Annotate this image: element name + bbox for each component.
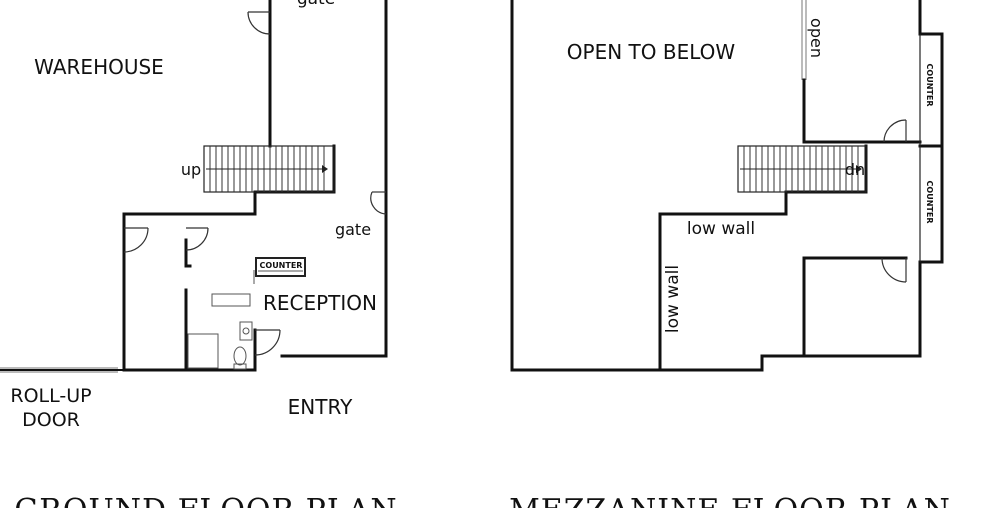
gate-top-label: gate [297,0,335,9]
roll-up-label-line2: DOOR [22,409,80,431]
ground-doors [123,11,387,356]
gate-label: gate [335,220,371,239]
open-edge [801,0,807,80]
roll-up-label-line1: ROLL-UP [10,385,91,407]
stairs-up-label: up [181,160,201,179]
arrow-right-icon [856,165,862,173]
ground-stairs [203,145,335,193]
entry-label: ENTRY [288,395,353,419]
open-label: open [807,18,826,58]
mezzanine-floor-title: MEZZANINE FLOOR PLAN [509,493,951,508]
ground-floor-plan: WAREHOUSE gate up gate COUNTER RECEPTION… [0,0,397,508]
low-wall-horizontal-label: low wall [687,219,755,239]
mezzanine-doors [881,119,907,283]
arrow-right-icon [322,165,328,173]
roll-up-door [0,367,118,373]
ground-counter-label: COUNTER [260,261,303,270]
low-wall-vertical-label: low wall [663,265,683,333]
counter-top-label: COUNTER [925,64,934,107]
mezzanine-stairs [737,145,867,193]
ground-floor-title: GROUND FLOOR PLAN [14,493,397,508]
open-to-below-label: OPEN TO BELOW [567,40,736,64]
reception-label: RECEPTION [263,291,377,315]
stairs-dn-label: dn [845,160,865,179]
ground-walls [0,0,388,372]
mezzanine-floor-plan: OPEN TO BELOW open dn low wall low wall … [509,0,951,508]
counter-bottom-label: COUNTER [925,181,934,224]
warehouse-label: WAREHOUSE [34,55,164,79]
bathroom-fixtures [187,270,255,370]
